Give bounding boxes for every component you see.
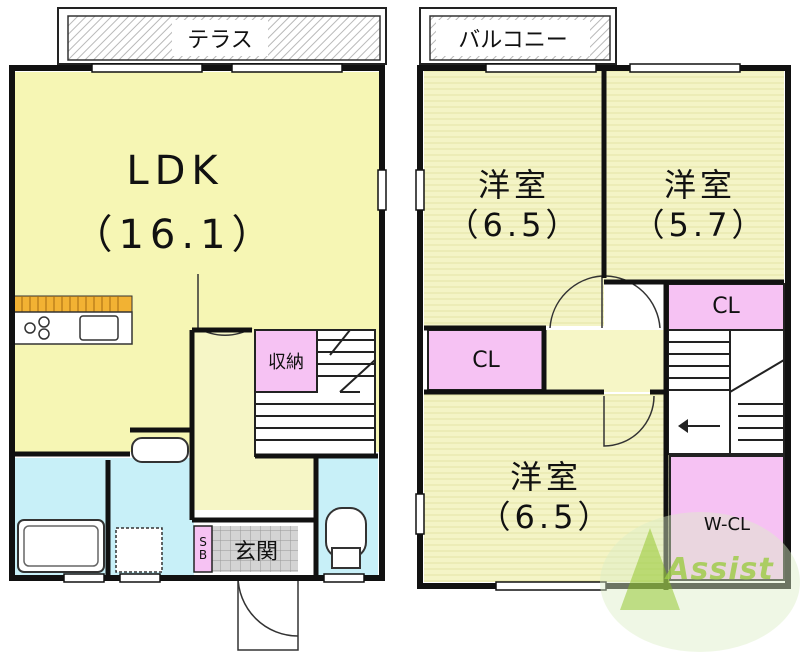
shoe-box bbox=[193, 525, 213, 573]
bedroom-a bbox=[424, 70, 604, 326]
floor-2 bbox=[415, 7, 791, 591]
staircase-1f bbox=[254, 329, 376, 457]
staircase-2f bbox=[667, 329, 785, 455]
bedroom-a-size: （6.5） bbox=[446, 206, 582, 244]
watermark-text: Assist bbox=[666, 552, 774, 587]
bedroom-c-label: 洋室 bbox=[509, 458, 582, 496]
ldk-label: LDK bbox=[126, 148, 224, 194]
floor-1 bbox=[9, 7, 387, 651]
washing-machine bbox=[115, 527, 163, 573]
bedroom-b-size: （5.7） bbox=[632, 206, 768, 244]
bedroom-b-label: 洋室 bbox=[663, 166, 736, 204]
entrance-label: 玄関 bbox=[233, 540, 278, 565]
bedroom-c bbox=[424, 394, 670, 582]
closet-left-label: CL bbox=[472, 348, 500, 373]
bedroom-a-label: 洋室 bbox=[477, 166, 550, 204]
closet-left bbox=[427, 329, 545, 391]
hallway-2f bbox=[546, 330, 666, 392]
walk-in-closet bbox=[669, 455, 785, 581]
balcony-label: バルコニー bbox=[458, 28, 568, 53]
bedroom-c-size: （6.5） bbox=[478, 498, 614, 536]
entrance-tile bbox=[212, 526, 298, 572]
walk-in-closet-label: W-CL bbox=[703, 514, 751, 535]
ldk-size: （16.1） bbox=[72, 212, 278, 258]
watermark-logo bbox=[600, 512, 800, 652]
storage-label: 収納 bbox=[268, 352, 304, 373]
washbasin bbox=[131, 437, 189, 463]
toilet-bowl bbox=[325, 507, 367, 569]
bedroom-b bbox=[604, 70, 784, 280]
shoe-box-label: SB bbox=[198, 535, 208, 562]
kitchen bbox=[13, 295, 133, 345]
terrace-label: テラス bbox=[187, 28, 253, 53]
closet-right-label: CL bbox=[712, 294, 740, 319]
